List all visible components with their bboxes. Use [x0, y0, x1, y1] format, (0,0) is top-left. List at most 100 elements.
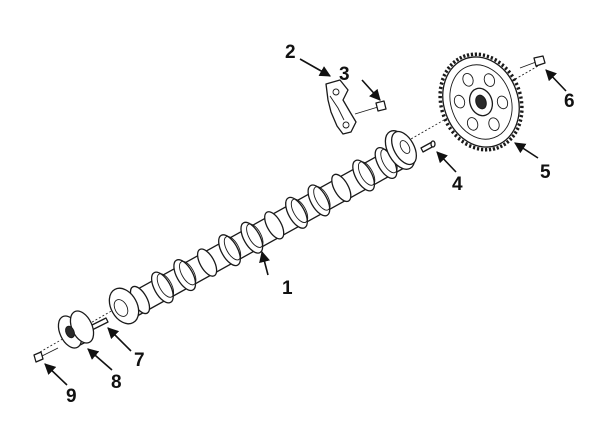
rear-hub	[57, 310, 95, 349]
gear-tooth	[513, 130, 518, 135]
gear-tooth	[472, 145, 476, 150]
camshaft-gear	[438, 52, 524, 152]
gear-tooth	[502, 142, 507, 147]
camshaft-lobe-face	[223, 236, 242, 261]
gear-tooth	[519, 114, 524, 118]
gear-tooth	[500, 63, 505, 68]
gear-tooth	[448, 126, 453, 131]
callout-labels: 1 2 3 4 5 6 7 8 9	[66, 42, 575, 407]
camshaft-lobe-face	[313, 186, 331, 211]
thrust-plate-edge	[329, 95, 345, 121]
gear-tooth	[438, 86, 443, 90]
gear-tooth	[460, 139, 465, 144]
gear-tooth	[445, 122, 450, 127]
bolt-9-head	[33, 351, 44, 363]
camshaft-lobes	[129, 146, 398, 315]
gear-tooth	[492, 146, 496, 151]
callout-3: 3	[339, 64, 350, 85]
gear-tooth	[446, 65, 451, 71]
leader-5	[514, 142, 539, 159]
camshaft-front-flange-face	[390, 130, 418, 166]
gear-tooth	[490, 55, 494, 60]
gear-tooth	[439, 81, 444, 86]
gear-tooth	[517, 123, 522, 127]
gear-tooth	[519, 96, 523, 99]
dowel-pin-end	[430, 140, 436, 148]
callout-2: 2	[285, 42, 296, 63]
gear-tooth	[459, 55, 463, 60]
callout-1: 1	[282, 278, 293, 299]
gear-tooth	[518, 118, 523, 123]
leader-9	[44, 363, 68, 386]
gear-tooth	[482, 53, 486, 58]
callout-9: 9	[66, 386, 77, 407]
camshaft	[108, 130, 418, 325]
gear-tooth	[507, 69, 512, 74]
thrust-plate	[325, 79, 357, 135]
rear-bolt	[33, 347, 59, 363]
gear-hole	[496, 95, 509, 110]
gear-tooth	[462, 54, 466, 59]
camshaft-rear-bore	[113, 299, 129, 317]
thrust-plate-bolt	[354, 100, 387, 115]
gear-tooth	[444, 69, 449, 74]
gear-hole	[453, 94, 466, 109]
callout-5: 5	[540, 162, 551, 183]
gear-tooth	[496, 145, 500, 150]
gear-tooth	[440, 77, 445, 81]
bolt-6-head	[533, 55, 546, 67]
leader-7	[107, 327, 132, 352]
callout-leaders	[44, 58, 567, 386]
gear-tooth	[470, 52, 474, 57]
callout-6: 6	[564, 91, 575, 112]
gear-tooth	[504, 66, 509, 71]
gear-tooth	[514, 82, 519, 86]
gear-bore	[475, 94, 487, 110]
gear-tooth	[517, 91, 522, 95]
gear-tooth	[468, 144, 472, 149]
camshaft-journal	[196, 248, 218, 277]
gear-tooth	[511, 133, 516, 139]
gear-tooth	[508, 137, 513, 142]
gear-tooth	[488, 147, 492, 152]
gear-tooth	[453, 133, 458, 138]
thrust-plate-body	[325, 79, 357, 135]
gear-tooth	[450, 130, 455, 135]
camshaft-rear-journal	[108, 287, 140, 325]
gear-hole	[483, 73, 496, 87]
gear-tooth	[452, 60, 457, 65]
gear-tooth	[440, 109, 445, 113]
camshaft-journal	[264, 211, 285, 240]
camshaft-lobe-face	[357, 161, 376, 186]
gear-tooth	[449, 62, 454, 67]
gear-tooth	[455, 57, 460, 62]
dowel-pin	[420, 140, 436, 153]
gear-hole	[466, 117, 479, 131]
gear-tooth	[457, 136, 462, 141]
leader-3	[361, 79, 381, 101]
gear-tooth	[464, 141, 469, 147]
bolt-3-head	[375, 100, 387, 112]
gear-tooth	[476, 146, 480, 151]
thrust-plate-hole-bottom	[342, 121, 350, 129]
gear-lightening-holes	[453, 73, 509, 131]
gear-tooth	[512, 77, 517, 82]
gear-tooth	[505, 139, 510, 144]
callout-8: 8	[111, 372, 122, 393]
gear-tooth	[438, 91, 443, 94]
gear-hole	[462, 73, 474, 87]
rear-hub-bore	[65, 325, 75, 339]
thrust-plate-hole-top	[332, 88, 340, 96]
camshaft-front-hub	[399, 140, 411, 154]
bolt-9-shank	[39, 347, 59, 358]
gear-tooth	[497, 60, 502, 65]
leader-1	[259, 250, 270, 276]
gear-tooth	[516, 86, 521, 91]
gear-web	[449, 64, 513, 140]
gear-tooth	[486, 54, 490, 59]
callout-4: 4	[452, 174, 463, 195]
leader-2	[299, 58, 331, 77]
gear-tooth	[519, 110, 524, 113]
